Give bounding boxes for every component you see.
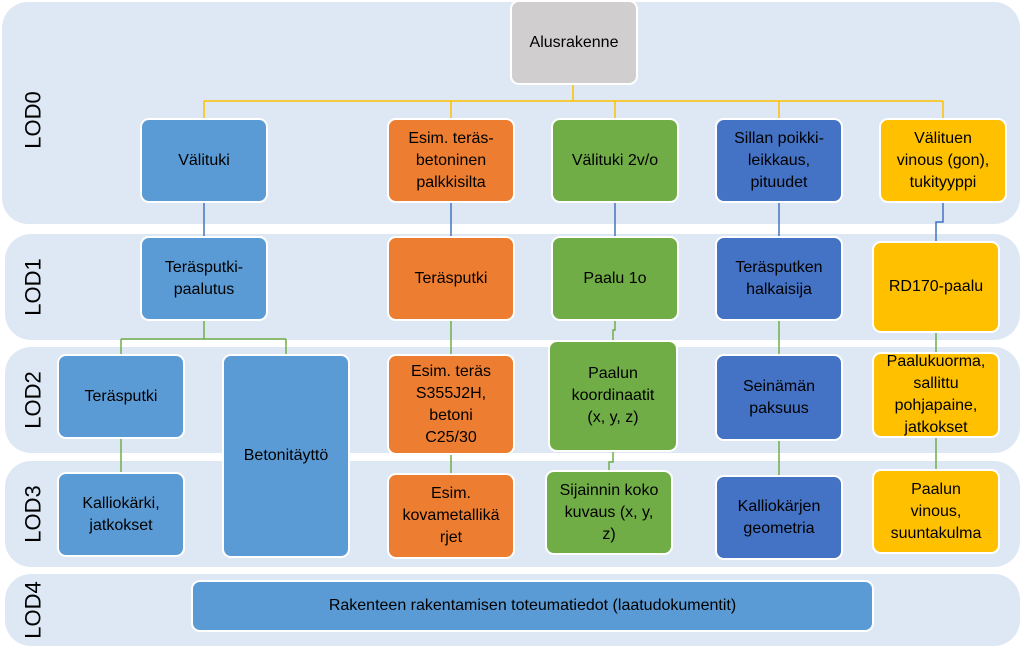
node-col4-lod2: Seinämän paksuus bbox=[715, 354, 843, 441]
connector-col3-lod1-lod2 bbox=[612, 321, 616, 341]
connector-root-to-lod0 bbox=[203, 84, 944, 119]
node-col2-lod1: Teräsputki bbox=[387, 236, 515, 321]
node-col2-lod0: Esim. teräs- betoninen palkkisilta bbox=[387, 118, 515, 203]
node-col1-lod1: Teräsputki- paalutus bbox=[140, 236, 268, 321]
node-col5-lod2: Paalukuorma, sallittu pohjapaine, jatkok… bbox=[872, 352, 1000, 438]
connector-col1-lod1-lod2 bbox=[120, 321, 287, 355]
node-col1b-lod2-lod3: Betonitäyttö bbox=[222, 354, 350, 558]
node-col3-lod2: Paalun koordinaatit (x, y, z) bbox=[548, 340, 678, 452]
node-root: Alusrakenne bbox=[510, 0, 638, 85]
node-col3-lod3: Sijainnin koko kuvaus (x, y, z) bbox=[545, 470, 673, 555]
node-lod4-bar: Rakenteen rakentamisen toteumatiedot (la… bbox=[191, 580, 874, 632]
node-col1-lod0: Välituki bbox=[140, 118, 268, 203]
node-col5-lod1: RD170-paalu bbox=[872, 241, 1000, 333]
node-col4-lod3: Kalliokärjen geometria bbox=[715, 475, 843, 560]
node-col5-lod0: Välituen vinous (gon), tukityyppi bbox=[879, 118, 1007, 203]
node-col4-lod0: Sillan poikki- leikkaus, pituudet bbox=[715, 118, 843, 203]
node-col3-lod0: Välituki 2v/o bbox=[551, 118, 679, 203]
node-col2-lod2: Esim. teräs S355J2H, betoni C25/30 bbox=[387, 354, 515, 455]
node-col1-lod3: Kalliokärki, jatkokset bbox=[57, 472, 185, 557]
connector-col3-lod2-lod3 bbox=[608, 452, 614, 471]
node-col3-lod1: Paalu 1o bbox=[551, 236, 679, 321]
node-col4-lod1: Teräsputken halkaisija bbox=[715, 236, 843, 321]
connector-col5-lod0-lod1 bbox=[935, 203, 944, 242]
node-col5-lod3: Paalun vinous, suuntakulma bbox=[872, 469, 1000, 554]
node-col1a-lod2: Teräsputki bbox=[57, 354, 185, 439]
node-col2-lod3: Esim. kovametallikä rjet bbox=[387, 473, 515, 559]
